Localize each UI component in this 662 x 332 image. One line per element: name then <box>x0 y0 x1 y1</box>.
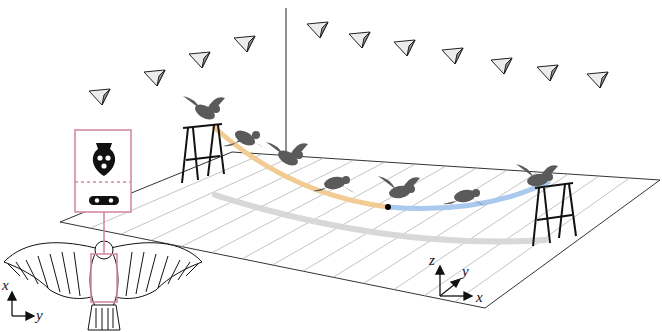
camera-icon <box>349 32 370 48</box>
camera-icon <box>491 58 512 74</box>
floor-grid-line <box>394 174 568 290</box>
camera-icon <box>394 40 415 56</box>
bird-silhouette <box>183 96 225 123</box>
bird-silhouette <box>516 164 558 188</box>
bird-silhouette <box>443 188 485 206</box>
camera-icon <box>144 70 165 86</box>
camera-icon <box>89 89 110 105</box>
axis-label: z <box>429 253 435 268</box>
floor-grid-line <box>303 168 477 271</box>
bird-silhouette <box>266 142 308 169</box>
floor-grid-line <box>212 162 385 253</box>
axis-label: x <box>476 290 483 305</box>
bird-silhouette <box>313 175 355 193</box>
floor-grid-line <box>333 170 507 277</box>
bird-silhouette <box>223 127 265 148</box>
camera-icon <box>189 52 210 68</box>
axis-label: x <box>2 278 9 293</box>
bird-silhouette <box>378 176 420 200</box>
camera-icon <box>442 48 463 64</box>
camera-icon <box>587 72 608 88</box>
axis-label: y <box>36 308 43 323</box>
floor-grid-line <box>364 172 538 283</box>
axis-label: y <box>462 264 469 279</box>
camera-icon <box>307 22 328 38</box>
camera-icon <box>234 36 255 52</box>
camera-icon <box>537 65 558 81</box>
